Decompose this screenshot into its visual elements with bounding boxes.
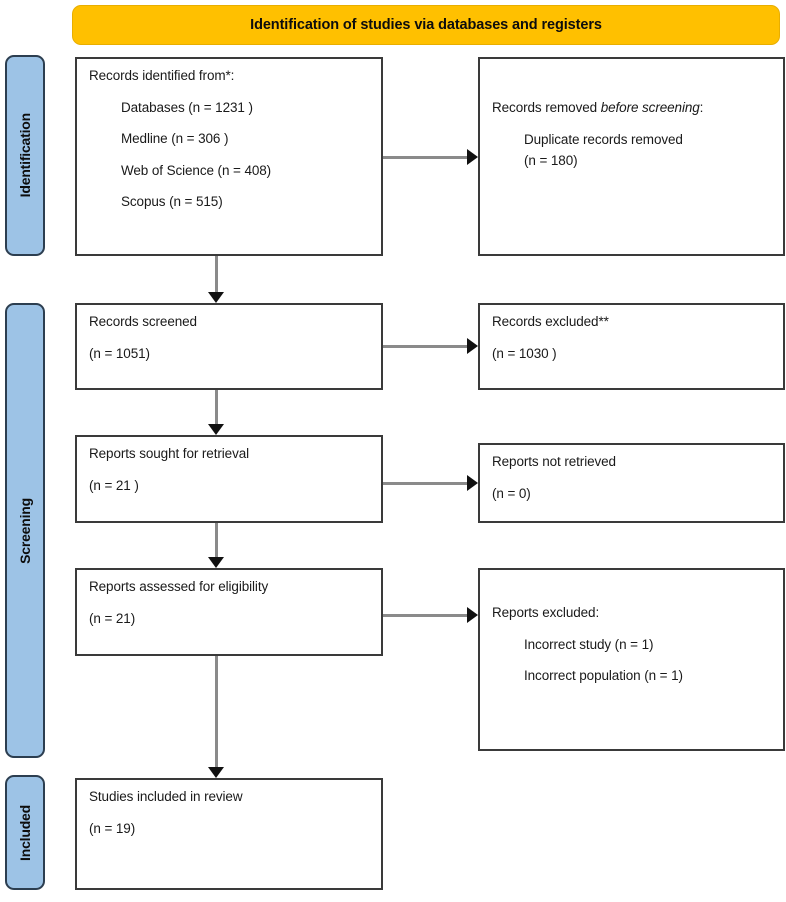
connector-screened-to-sought <box>215 390 218 427</box>
box-heading: Reports assessed for eligibility <box>89 579 269 594</box>
connector-identified-to-screened <box>215 256 218 294</box>
box-studies-included: Studies included in review (n = 19) <box>75 778 383 890</box>
arrow-right-icon <box>467 149 478 165</box>
stage-label-identification: Identification <box>5 55 45 256</box>
box-heading: Reports excluded: <box>492 605 600 620</box>
stage-label-screening: Screening <box>5 303 45 758</box>
box-count: (n = 1051) <box>89 345 150 361</box>
stage-label-text: Screening <box>17 497 33 564</box>
box-heading: Studies included in review <box>89 789 243 804</box>
connector-identified-to-removed <box>383 156 471 159</box>
connector-sought-to-not-retrieved <box>383 482 471 485</box>
box-heading-pre: Records removed <box>492 100 601 115</box>
box-reports-sought: Reports sought for retrieval (n = 21 ) <box>75 435 383 523</box>
box-heading: Reports not retrieved <box>492 454 616 469</box>
box-count: (n = 1030 ) <box>492 345 557 361</box>
box-records-screened: Records screened (n = 1051) <box>75 303 383 390</box>
box-item-duplicate-count: (n = 180) <box>524 153 578 168</box>
arrow-down-icon <box>208 557 224 568</box>
box-item-databases: Databases (n = 1231 ) <box>121 99 253 115</box>
box-heading: Records screened <box>89 314 197 329</box>
box-heading: Records excluded** <box>492 314 609 329</box>
arrow-down-icon <box>208 292 224 303</box>
box-heading: Records removed before screening: <box>492 101 771 115</box>
box-count: (n = 21 ) <box>89 477 139 493</box>
box-item-incorrect-study: Incorrect study (n = 1) <box>524 636 654 652</box>
stage-label-text: Identification <box>17 113 33 198</box>
connector-screened-to-excluded <box>383 345 471 348</box>
connector-assessed-to-reports-excluded <box>383 614 471 617</box>
arrow-down-icon <box>208 424 224 435</box>
arrow-right-icon <box>467 475 478 491</box>
box-item-medline: Medline (n = 306 ) <box>121 131 229 146</box>
page-title: Identification of studies via databases … <box>250 17 602 33</box>
arrow-right-icon <box>467 338 478 354</box>
box-records-removed: Records removed before screening: Duplic… <box>478 57 785 256</box>
stage-label-included: Included <box>5 775 45 890</box>
box-heading: Reports sought for retrieval <box>89 446 250 461</box>
box-count: (n = 19) <box>89 820 136 836</box>
connector-assessed-to-included <box>215 656 218 770</box>
arrow-down-icon <box>208 767 224 778</box>
box-heading: Records identified from*: <box>89 68 235 83</box>
diagram-header-banner: Identification of studies via databases … <box>72 5 780 45</box>
box-item-web-of-science: Web of Science (n = 408) <box>121 162 272 178</box>
box-records-excluded: Records excluded** (n = 1030 ) <box>478 303 785 390</box>
box-count: (n = 21) <box>89 610 136 626</box>
box-item-incorrect-population: Incorrect population (n = 1) <box>524 668 683 683</box>
box-item-duplicate-records: Duplicate records removed <box>524 131 683 147</box>
connector-sought-to-assessed <box>215 523 218 560</box>
stage-label-text: Included <box>17 804 33 861</box>
box-count: (n = 0) <box>492 485 531 501</box>
box-reports-not-retrieved: Reports not retrieved (n = 0) <box>478 443 785 523</box>
box-records-identified: Records identified from*: Databases (n =… <box>75 57 383 256</box>
box-reports-excluded-reasons: Reports excluded: Incorrect study (n = 1… <box>478 568 785 751</box>
box-item-scopus: Scopus (n = 515) <box>121 194 223 209</box>
arrow-right-icon <box>467 607 478 623</box>
box-heading-italic: before screening <box>600 100 700 115</box>
box-reports-assessed: Reports assessed for eligibility (n = 21… <box>75 568 383 656</box>
box-heading-post: : <box>699 100 704 115</box>
